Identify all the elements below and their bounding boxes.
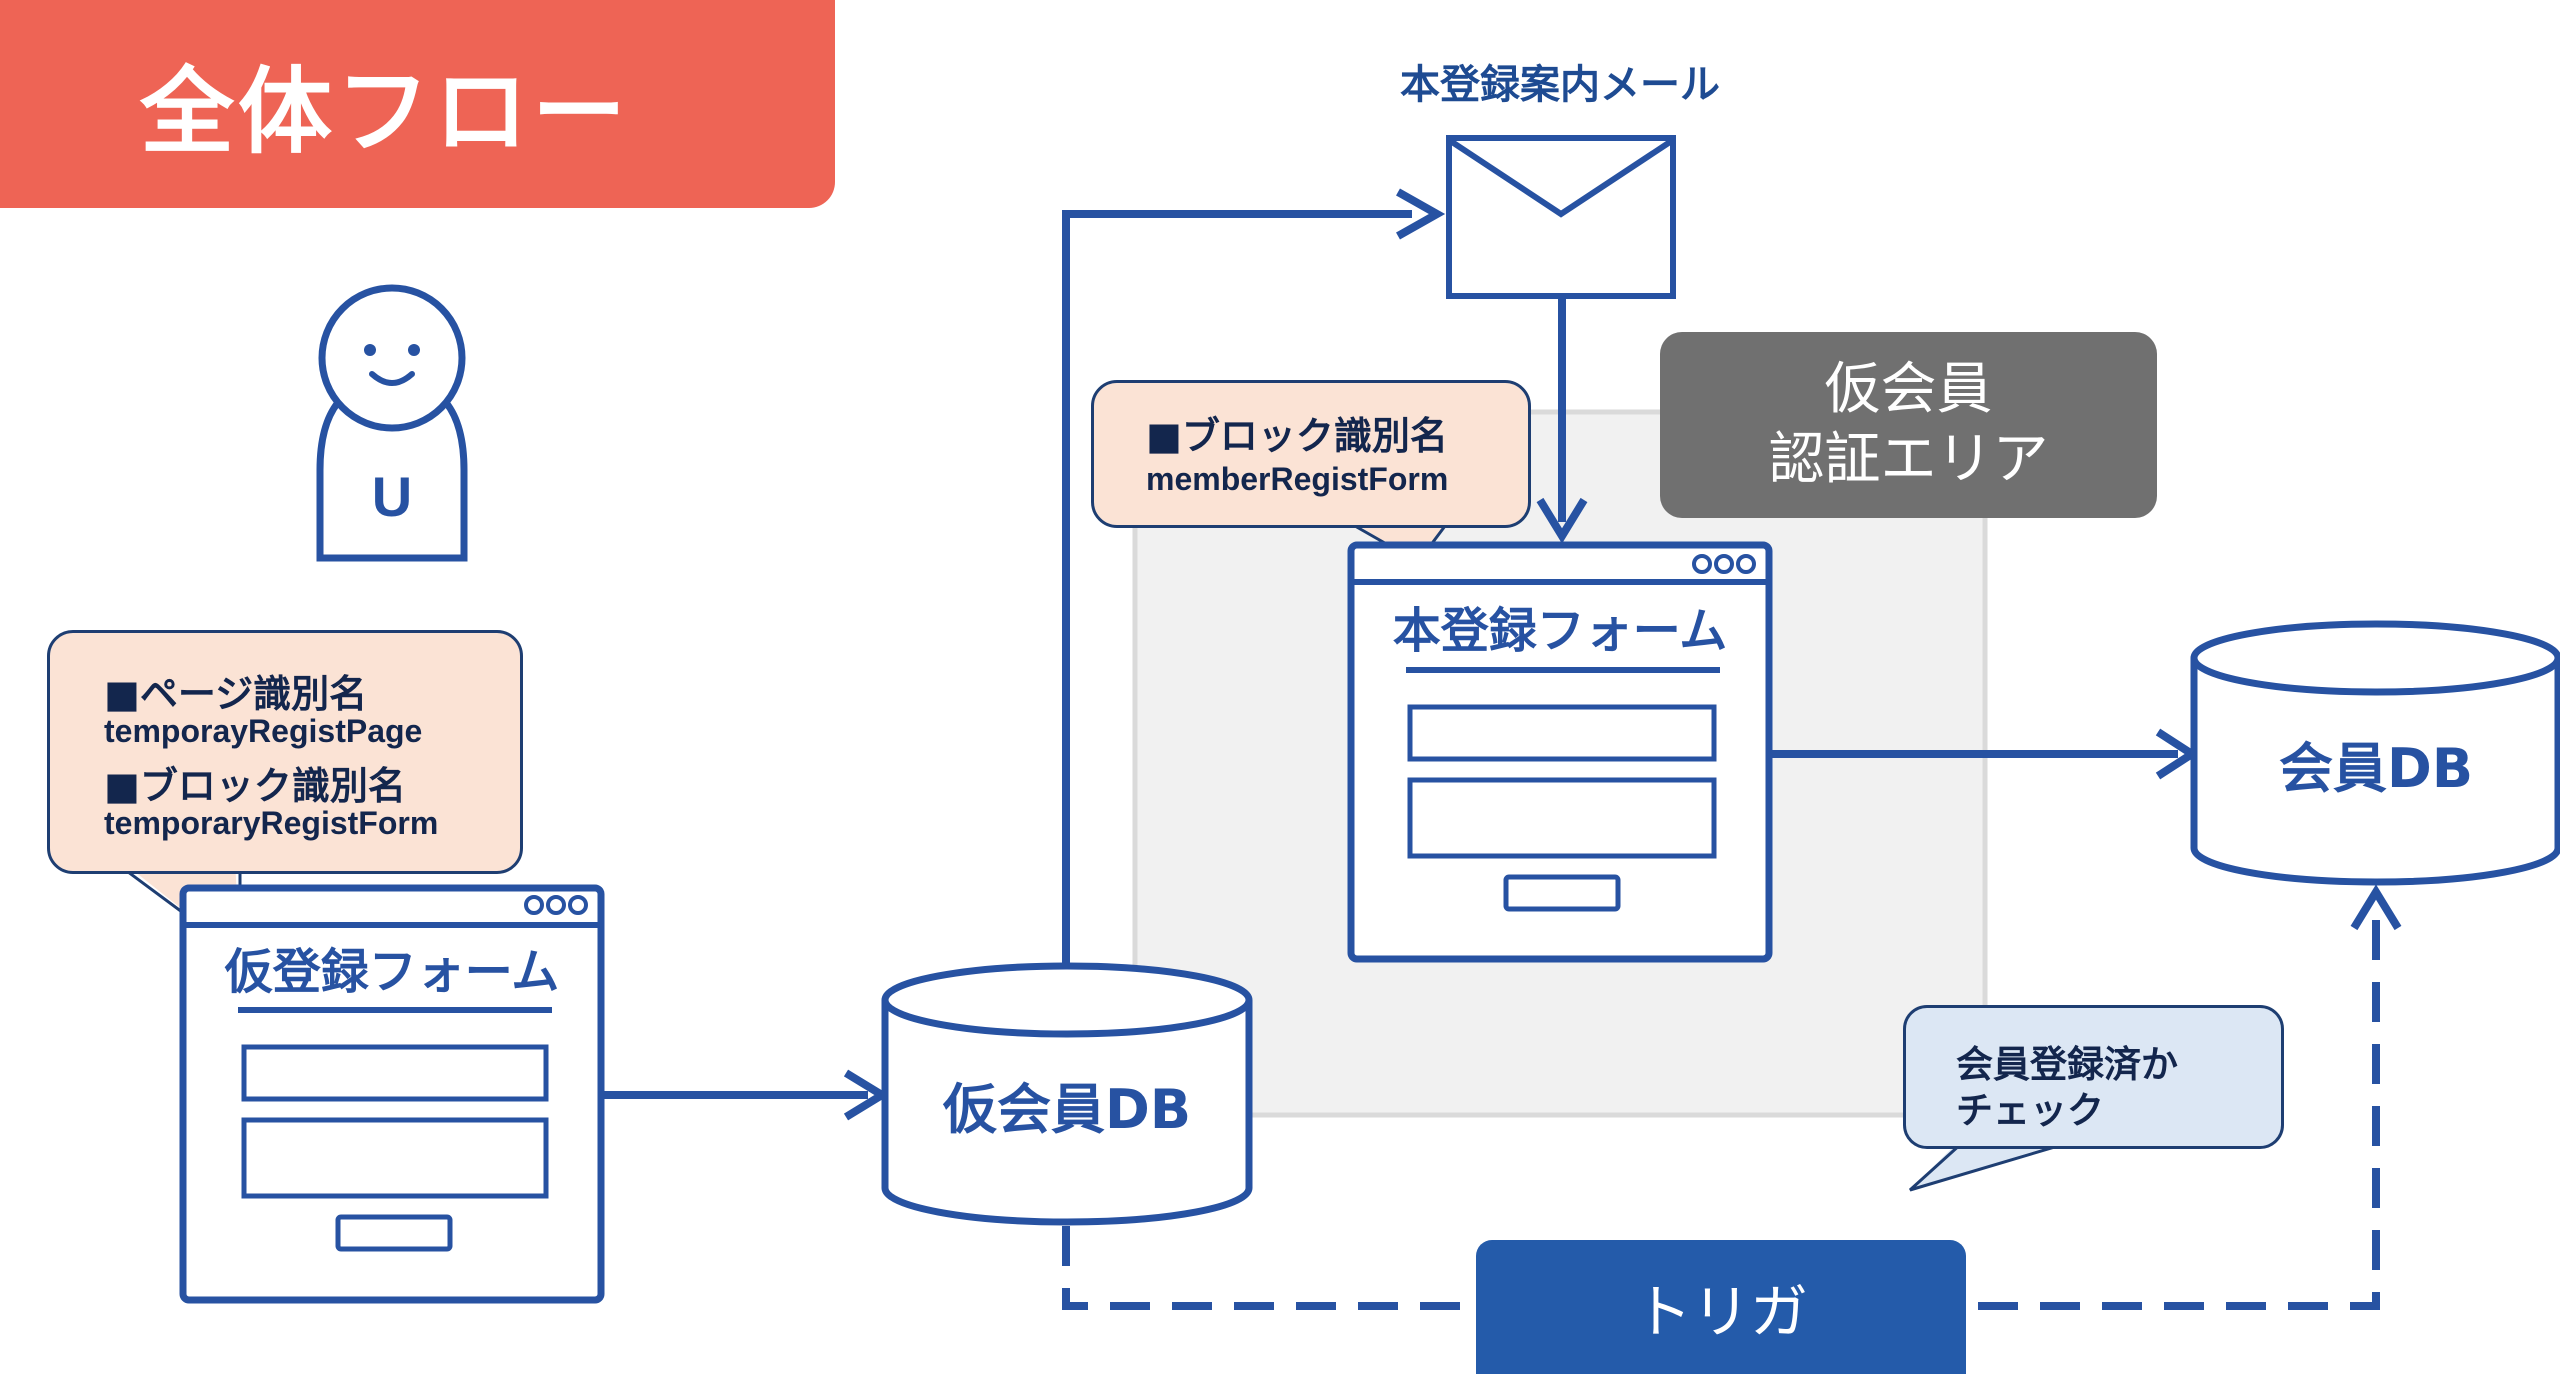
user-icon: U: [316, 284, 468, 562]
main-form-title: 本登録フォーム: [1393, 603, 1728, 659]
temp-form-input-1: [241, 1044, 549, 1102]
window-dot-icon: [524, 895, 544, 915]
main-form-input-2: [1407, 777, 1717, 859]
window-dot-icon: [568, 895, 588, 915]
window-dot-icon: [1692, 554, 1712, 574]
temp-registration-form: 仮登録フォーム: [179, 884, 605, 1304]
callout-top-line-1: ■ブロック識別名: [1146, 414, 1448, 458]
member-db: 会員DB: [2190, 620, 2560, 886]
window-dot-icon: [546, 895, 566, 915]
arrowhead-to-mail: [1396, 188, 1446, 240]
arrowhead-to-member-db-check: [2350, 884, 2402, 931]
temp-member-db: 仮会員DB: [881, 962, 1253, 1226]
mail-caption: 本登録案内メール: [1400, 62, 1720, 108]
callout-member-check: 会員登録済か チェック: [1903, 1005, 2284, 1149]
main-registration-form: 本登録フォーム: [1347, 541, 1773, 963]
callout-left-line-4: temporaryRegistForm: [104, 805, 439, 841]
auth-area-line-2: 認証エリア: [1768, 427, 2049, 492]
temp-form-submit-button: [335, 1214, 453, 1252]
temp-db-label: 仮会員DB: [942, 1078, 1191, 1141]
callout-check-tail-outline: [1908, 1141, 2069, 1192]
user-badge: U: [372, 465, 412, 528]
window-dot-icon: [1736, 554, 1756, 574]
callout-left-line-2: temporayRegistPage: [104, 713, 423, 749]
callout-check-line-1: 会員登録済か: [1956, 1043, 2178, 1086]
callout-block-name: ■ブロック識別名 memberRegistForm: [1091, 380, 1531, 528]
callout-page-block-names: ■ページ識別名 temporayRegistPage ■ブロック識別名 temp…: [47, 630, 523, 874]
trigger-dashed-connector: [1062, 900, 2380, 1310]
auth-area-label: 仮会員 認証エリア: [1660, 332, 2157, 518]
temp-form-title: 仮登録フォーム: [224, 944, 560, 1000]
arrowhead-to-main-form: [1536, 497, 1588, 544]
member-db-label: 会員DB: [2279, 737, 2473, 800]
connector-db-to-mail: [1062, 210, 1412, 968]
callout-top-line-2: memberRegistForm: [1146, 461, 1449, 497]
window-dot-icon: [1714, 554, 1734, 574]
callout-left-line-3: ■ブロック識別名: [104, 764, 406, 808]
main-form-input-1: [1407, 704, 1717, 762]
callout-check-line-2: チェック: [1956, 1089, 2104, 1132]
trigger-label: トリガ: [1476, 1240, 1966, 1374]
page-title: 全体フロー: [140, 58, 631, 167]
title-banner: 全体フロー: [0, 0, 835, 208]
mail-icon: [1446, 135, 1676, 299]
main-form-submit-button: [1503, 874, 1621, 912]
callout-left-line-1: ■ページ識別名: [104, 672, 368, 716]
auth-area-line-1: 仮会員: [1824, 357, 1993, 422]
temp-form-input-2: [241, 1117, 549, 1199]
